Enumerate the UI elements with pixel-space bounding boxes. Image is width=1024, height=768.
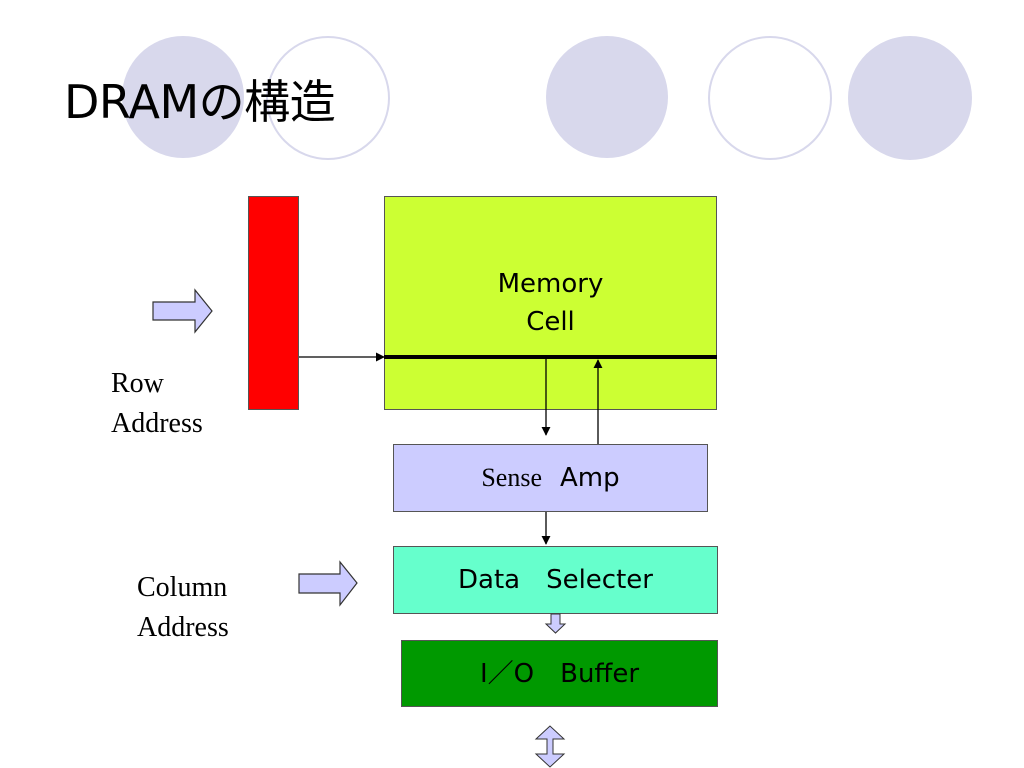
decor-circle-4 — [708, 36, 832, 160]
row-address-label: Row Address — [111, 364, 203, 444]
selector-to-buffer-arrow-icon — [544, 613, 567, 634]
io-buffer: I／O Buffer — [401, 640, 718, 707]
data-selector-label: Data Selecter — [458, 565, 653, 595]
data-selector: Data Selecter — [393, 546, 718, 614]
decor-circle-3 — [546, 36, 668, 158]
memory-cell-label-line2: Cell — [526, 307, 575, 337]
row-address-line1: Row — [111, 368, 164, 399]
column-address-label: Column Address — [137, 568, 229, 648]
decor-circle-5 — [848, 36, 972, 160]
decor-circle-1 — [122, 36, 244, 158]
sense-amp-label-word2: Amp — [560, 463, 620, 493]
memory-cell-label-line1: Memory — [497, 269, 604, 299]
row-address-line2: Address — [111, 408, 203, 439]
slide-title: DRAMの構造 — [64, 75, 336, 129]
column-address-line1: Column — [137, 572, 228, 603]
io-bidirectional-arrow-icon — [534, 725, 566, 768]
decor-circle-2 — [266, 36, 390, 160]
row-decoder — [248, 196, 299, 410]
memory-cell: Memory Cell — [384, 196, 717, 410]
io-buffer-label: I／O Buffer — [479, 658, 640, 689]
sense-amp: Sense Amp — [393, 444, 708, 512]
column-address-line2: Address — [137, 612, 229, 643]
column-address-arrow-icon — [298, 560, 358, 607]
sense-amp-label-word1: Sense — [481, 463, 543, 492]
row-address-arrow-icon — [152, 288, 213, 334]
